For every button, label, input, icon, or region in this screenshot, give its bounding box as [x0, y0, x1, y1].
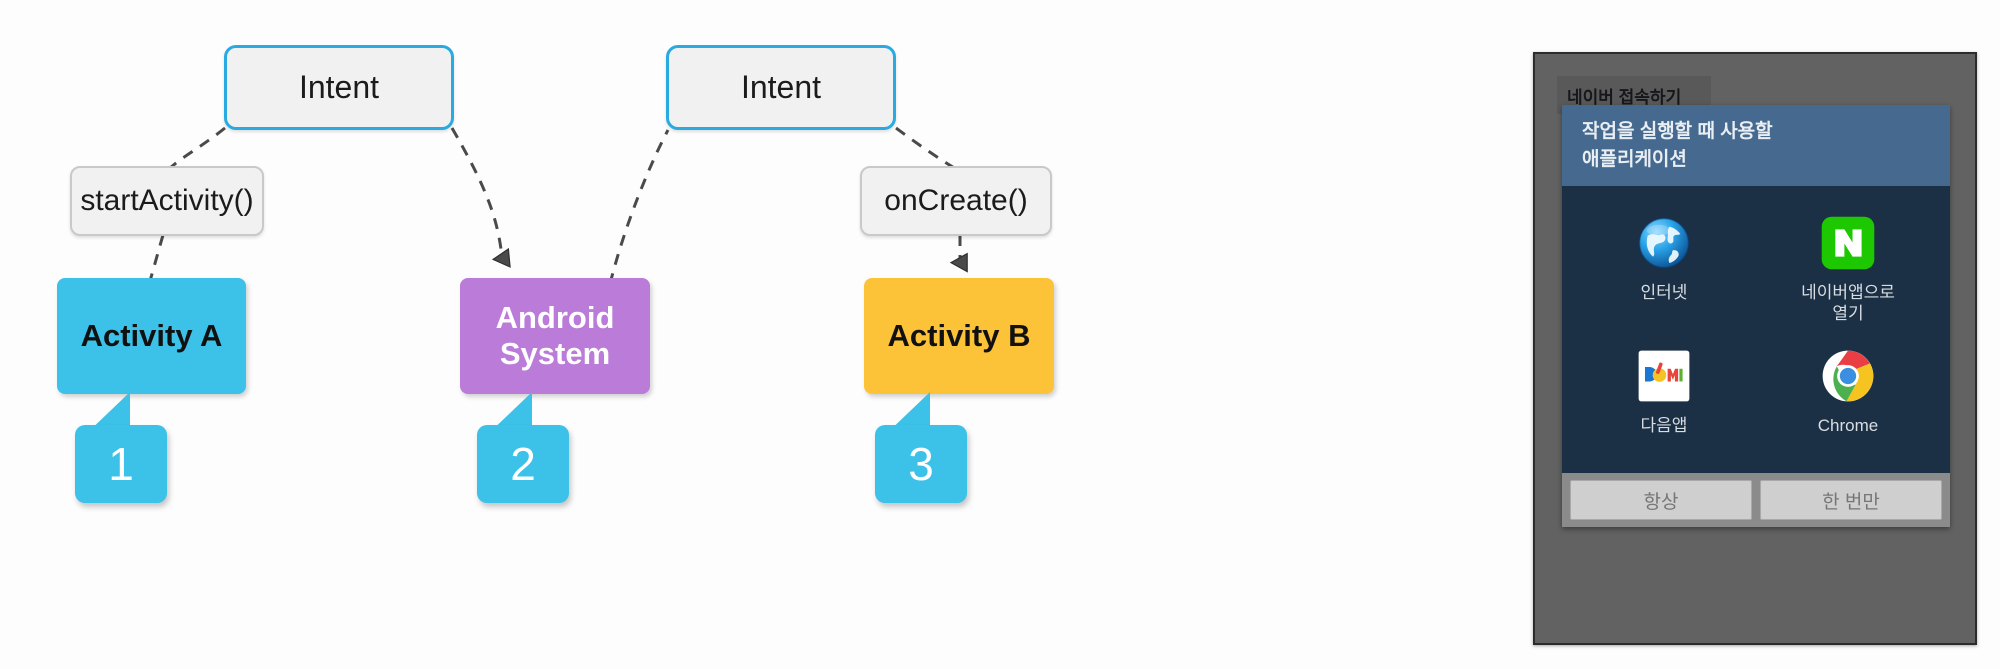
callout-1-number: 1 — [108, 438, 134, 490]
callout-2-number: 2 — [510, 438, 536, 490]
node-activity-b-label: Activity B — [887, 318, 1031, 354]
node-android-system-label-line2: System — [499, 336, 611, 371]
dialog-header-line1: 작업을 실행할 때 사용할 — [1582, 121, 1773, 142]
node-start-activity[interactable]: startActivity() — [70, 166, 264, 236]
app-item-daum-label: 다음앱 — [1640, 415, 1688, 435]
app-item-naver[interactable]: 네이버앱으로 열기 — [1756, 208, 1940, 335]
dialog-header-line2: 애플리케이션 — [1582, 148, 1687, 170]
app-item-internet[interactable]: 인터넷 — [1572, 208, 1756, 335]
callout-3[interactable]: 3 — [875, 425, 967, 503]
callout-2[interactable]: 2 — [477, 425, 569, 503]
node-activity-a-label: Activity A — [80, 318, 223, 354]
intent-flow-diagram: Intent Intent startActivity() onCreate()… — [57, 45, 1054, 503]
daum-icon — [1638, 350, 1690, 401]
dialog-header: 작업을 실행할 때 사용할 애플리케이션 — [1562, 105, 1950, 187]
node-intent-1-label: Intent — [298, 69, 380, 105]
connector-startactivity-to-activity-a — [148, 234, 165, 282]
chrome-icon — [1822, 350, 1874, 401]
connector-intent2-to-oncreate — [895, 126, 965, 176]
node-android-system-label-line1: Android — [495, 300, 615, 336]
node-intent-1[interactable]: Intent — [224, 45, 454, 130]
app-item-chrome-label: Chrome — [1817, 415, 1879, 435]
node-start-activity-label: startActivity() — [80, 184, 254, 217]
node-activity-a[interactable]: Activity A — [57, 278, 246, 394]
app-item-naver-label: 네이버앱으로 열기 — [1801, 282, 1895, 325]
app-chooser-grid: 인터넷 네이버앱으로 열기 — [1562, 186, 1950, 454]
callout-1[interactable]: 1 — [75, 425, 167, 503]
app-item-chrome[interactable]: Chrome — [1756, 341, 1940, 446]
android-phone-screenshot: 네이버 접속하기 작업을 실행할 때 사용할 애플리케이션 — [1533, 52, 1977, 645]
app-item-naver-label-line2: 열기 — [1832, 304, 1864, 324]
always-button[interactable]: 항상 — [1570, 480, 1752, 520]
just-once-button[interactable]: 한 번만 — [1760, 480, 1942, 520]
node-on-create-label: onCreate() — [884, 184, 1028, 217]
node-android-system[interactable]: Android System — [460, 278, 650, 394]
always-button-label: 항상 — [1643, 491, 1679, 513]
node-activity-b[interactable]: Activity B — [864, 278, 1054, 394]
node-intent-2-label: Intent — [740, 69, 822, 105]
naver-icon — [1821, 216, 1875, 270]
callout-3-number: 3 — [908, 438, 934, 490]
app-chooser-dialog: 작업을 실행할 때 사용할 애플리케이션 — [1562, 105, 1950, 527]
connector-system-to-intent2 — [608, 129, 670, 285]
app-item-daum[interactable]: 다음앱 — [1572, 341, 1756, 446]
node-on-create[interactable]: onCreate() — [860, 166, 1052, 236]
app-item-internet-label: 인터넷 — [1640, 283, 1688, 303]
phone-app-title: 네이버 접속하기 — [1567, 87, 1682, 107]
just-once-button-label: 한 번만 — [1822, 491, 1880, 513]
dialog-button-bar: 항상 한 번만 — [1562, 473, 1950, 527]
globe-browser-icon — [1638, 217, 1690, 269]
connector-intent1-to-system — [450, 127, 511, 268]
app-item-naver-label-line1: 네이버앱으로 — [1801, 283, 1895, 303]
connector-intent1-to-startactivity — [166, 126, 226, 172]
node-intent-2[interactable]: Intent — [666, 45, 896, 130]
